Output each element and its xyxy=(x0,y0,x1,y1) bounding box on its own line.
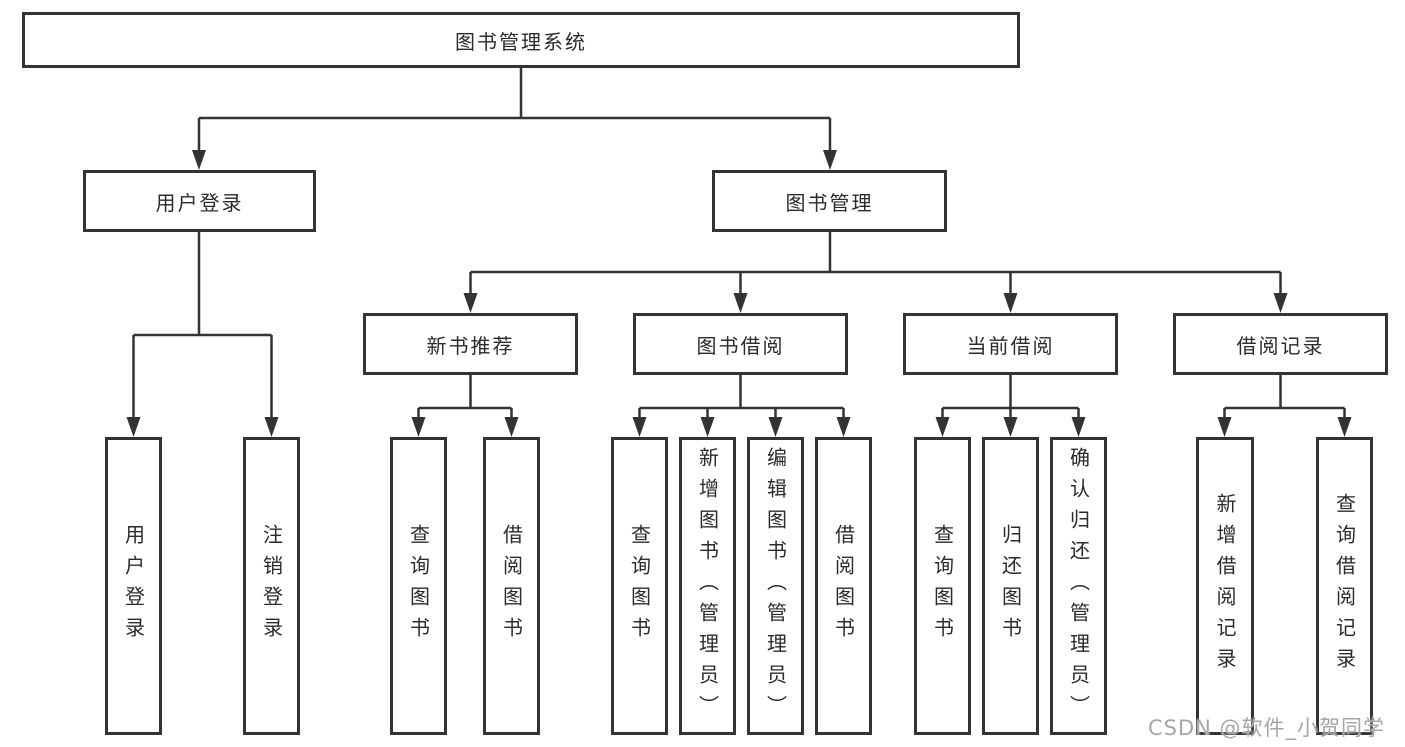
node-book-borrowing-label: 图书借阅 xyxy=(696,333,785,358)
leaf-query-books-current: 查询图书 xyxy=(914,437,971,735)
leaf-borrow-books: 借阅图书 xyxy=(815,437,872,735)
leaf-query-books-rec: 查询图书 xyxy=(390,437,447,735)
leaf-query-borrow-record-label: 查询借阅记录 xyxy=(1332,493,1357,679)
tree-edges xyxy=(132,68,1346,419)
leaf-query-books-borrow-label: 查询图书 xyxy=(627,524,652,648)
leaf-edit-book-admin: 编辑图书（管理员） xyxy=(747,437,804,735)
node-root-label: 图书管理系统 xyxy=(455,29,587,54)
node-borrowing-records: 借阅记录 xyxy=(1173,313,1388,375)
node-current-borrowing-label: 当前借阅 xyxy=(966,333,1055,358)
leaf-add-borrow-record-label: 新增借阅记录 xyxy=(1213,493,1237,679)
leaf-confirm-return-admin: 确认归还（管理员） xyxy=(1050,437,1107,735)
node-root: 图书管理系统 xyxy=(22,12,1020,68)
node-new-book-recommend: 新书推荐 xyxy=(363,313,578,375)
node-borrowing-records-label: 借阅记录 xyxy=(1236,333,1325,358)
leaf-return-books: 归还图书 xyxy=(982,437,1039,735)
node-user-login-label: 用户登录 xyxy=(155,190,244,215)
leaf-logout: 注销登录 xyxy=(243,437,300,735)
leaf-add-book-admin: 新增图书（管理员） xyxy=(679,437,736,735)
node-book-management: 图书管理 xyxy=(712,170,947,232)
leaf-user-login-label: 用户登录 xyxy=(121,524,146,648)
arrowhead-icons xyxy=(126,150,1352,437)
node-book-management-label: 图书管理 xyxy=(785,190,874,215)
leaf-edit-book-admin-label: 编辑图书（管理员） xyxy=(763,446,788,726)
csdn-watermark: CSDN @软件_小贺同学 xyxy=(1148,716,1386,740)
leaf-query-books-rec-label: 查询图书 xyxy=(406,524,431,648)
node-new-book-recommend-label: 新书推荐 xyxy=(426,333,515,358)
leaf-return-books-label: 归还图书 xyxy=(998,524,1023,648)
leaf-add-borrow-record: 新增借阅记录 xyxy=(1196,437,1254,735)
leaf-user-login: 用户登录 xyxy=(105,437,162,735)
node-current-borrowing: 当前借阅 xyxy=(903,313,1118,375)
leaf-query-borrow-record: 查询借阅记录 xyxy=(1316,437,1373,735)
leaf-logout-label: 注销登录 xyxy=(259,524,284,648)
leaf-query-books-current-label: 查询图书 xyxy=(930,524,955,648)
leaf-borrow-books-rec-label: 借阅图书 xyxy=(499,524,524,648)
leaf-confirm-return-admin-label: 确认归还（管理员） xyxy=(1066,446,1091,726)
leaf-query-books-borrow: 查询图书 xyxy=(611,437,668,735)
node-user-login: 用户登录 xyxy=(83,170,316,232)
node-book-borrowing: 图书借阅 xyxy=(633,313,848,375)
leaf-add-book-admin-label: 新增图书（管理员） xyxy=(695,446,720,726)
leaf-borrow-books-rec: 借阅图书 xyxy=(483,437,540,735)
leaf-borrow-books-label: 借阅图书 xyxy=(831,524,856,648)
